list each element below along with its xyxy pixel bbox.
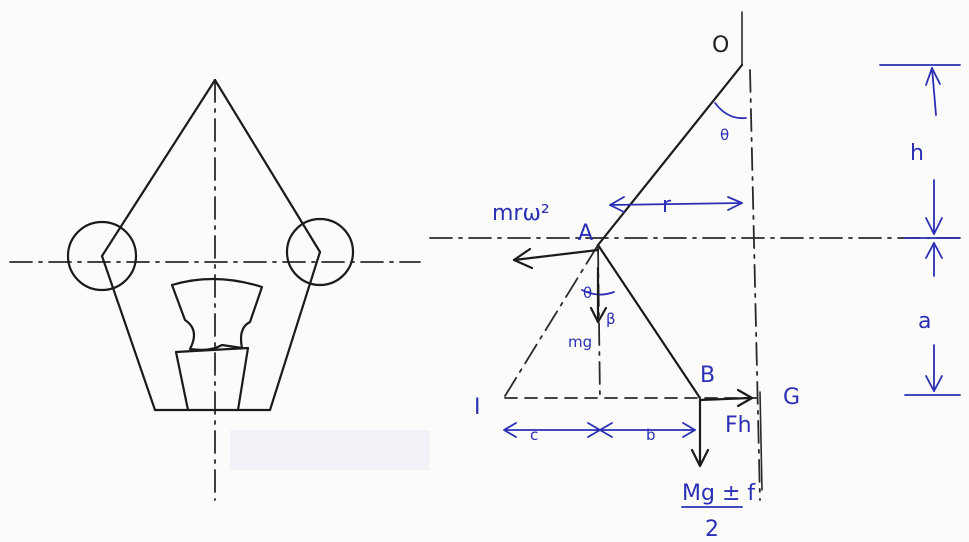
sleeve-top [170, 277, 264, 351]
line-a-to-i [504, 244, 599, 397]
angle-theta-arc-top [714, 102, 747, 120]
right-ball [285, 217, 355, 287]
label-mg: mg [568, 333, 592, 351]
weight-arrow-head [589, 306, 608, 324]
label-load-denominator: 2 [705, 517, 719, 542]
centrifugal-arrow-head [512, 247, 534, 270]
label-a: A [578, 221, 593, 246]
b-arrow-right [682, 422, 696, 438]
label-fh: Fh [725, 413, 752, 438]
fh-arrow-shaft [698, 396, 752, 402]
h-arrow-down [925, 217, 943, 235]
label-b-dim: b [646, 426, 656, 444]
left-ball [66, 220, 138, 292]
radius-arrow-right [727, 196, 743, 211]
label-h: h [910, 141, 924, 166]
label-mrw2: mrω² [492, 201, 550, 226]
label-a-dim: a [918, 309, 931, 334]
force-diagram [429, 11, 961, 508]
centrifugal-arrow-shaft [512, 248, 600, 262]
sleeve-edge-line [759, 391, 763, 491]
label-o: O [712, 33, 729, 58]
radius-dimension-line [609, 202, 743, 206]
label-beta: β [606, 310, 616, 328]
h-dim-upper [931, 67, 937, 116]
load-arrow-head [690, 448, 710, 468]
radius-arrow-left [609, 196, 625, 213]
label-c: c [530, 426, 538, 444]
label-b: B [700, 363, 715, 388]
spindle-axis [749, 69, 761, 501]
left-upper-arm [100, 78, 217, 258]
label-theta-top: θ [720, 126, 729, 144]
a-arrow-down [925, 375, 943, 392]
upper-arm-oa [596, 63, 744, 247]
label-load-numerator: Mg ± f [682, 481, 756, 506]
label-r: r [662, 193, 672, 218]
lower-arm-ab [596, 243, 702, 400]
paper-smudge [230, 430, 430, 470]
a-arrow-up [925, 242, 943, 259]
fh-arrow-head [736, 388, 754, 408]
label-theta-a: θ [583, 284, 592, 302]
h-arrow-up [925, 67, 941, 86]
right-lower-arm [268, 250, 322, 412]
right-upper-arm [213, 78, 322, 254]
left-lower-arm [100, 254, 157, 412]
label-i: I [474, 395, 481, 420]
c-b-arrow-mid [587, 422, 613, 438]
sleeve-bottom [174, 346, 250, 412]
vertical-line-from-a [597, 244, 601, 401]
governor-sketch [9, 78, 421, 501]
c-arrow-left [503, 422, 517, 438]
label-g: G [783, 385, 800, 410]
